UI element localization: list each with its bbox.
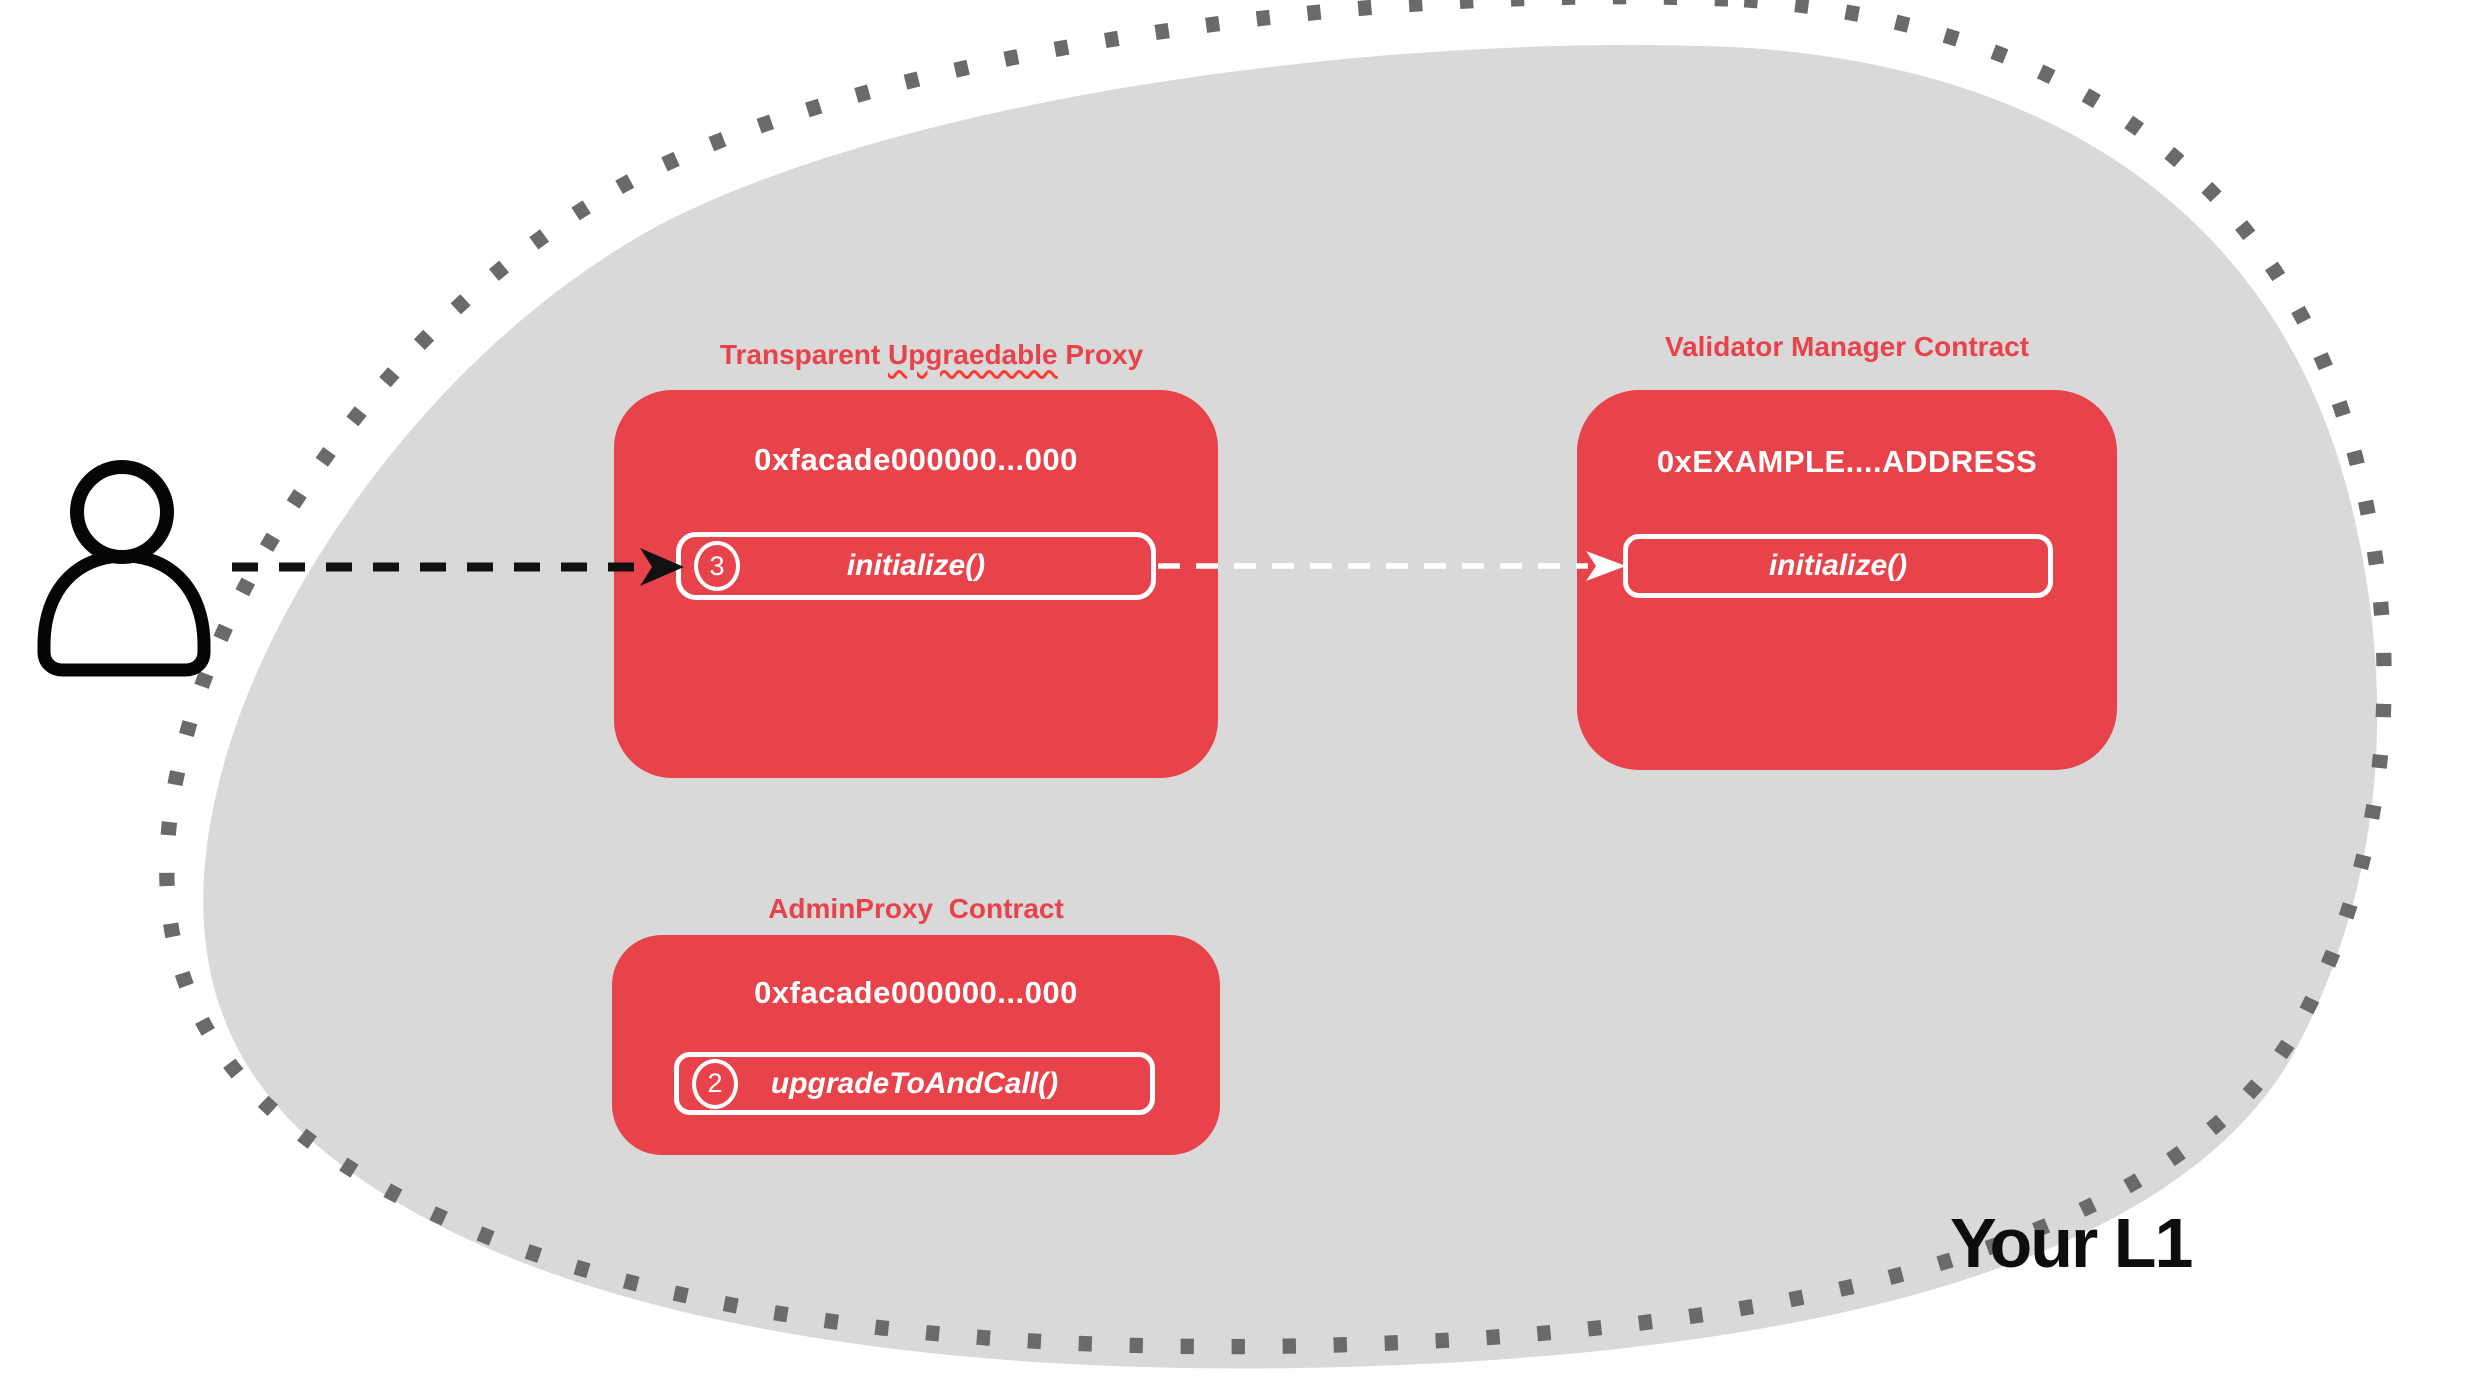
admin-contract-address: 0xfacade000000...000 xyxy=(754,975,1078,1010)
validator-contract-address: 0xEXAMPLE....ADDRESS xyxy=(1656,444,2038,479)
validator-box-title: Validator Manager Contract xyxy=(1664,331,2030,362)
proxy-title-line1: Transparent Upgraedable Proxy xyxy=(720,339,1143,370)
validator-initialize-label: initialize() xyxy=(1768,549,1908,582)
transparent-proxy-contract-box: 0xfacade000000...000 3 initialize() xyxy=(614,390,1218,778)
validator-initialize-button: initialize() xyxy=(1623,534,2053,598)
step-2-badge: 2 xyxy=(692,1058,738,1109)
admin-proxy-contract-box: 0xfacade000000...000 2 upgradeToAndCall(… xyxy=(612,935,1220,1155)
proxy-title-prefix: Transparent xyxy=(719,339,888,370)
step-3-badge: 3 xyxy=(694,541,740,591)
upgrade-to-and-call-button: 2 upgradeToAndCall() xyxy=(674,1052,1155,1115)
admin-box-title: AdminProxy Contract xyxy=(768,893,1064,924)
proxy-title-suffix: Proxy xyxy=(1057,339,1144,370)
proxy-initialize-label: initialize() xyxy=(846,549,986,582)
misspelled-word: Upgraedable xyxy=(887,339,1058,370)
region-label: Your L1 xyxy=(1950,1204,2193,1282)
proxy-contract-address: 0xfacade000000...000 xyxy=(754,442,1078,477)
upgrade-to-and-call-label: upgradeToAndCall() xyxy=(770,1066,1059,1100)
proxy-initialize-button: 3 initialize() xyxy=(676,532,1156,600)
l1-dotted-border xyxy=(159,0,2392,1355)
validator-manager-contract-box: 0xEXAMPLE....ADDRESS initialize() xyxy=(1577,390,2117,770)
